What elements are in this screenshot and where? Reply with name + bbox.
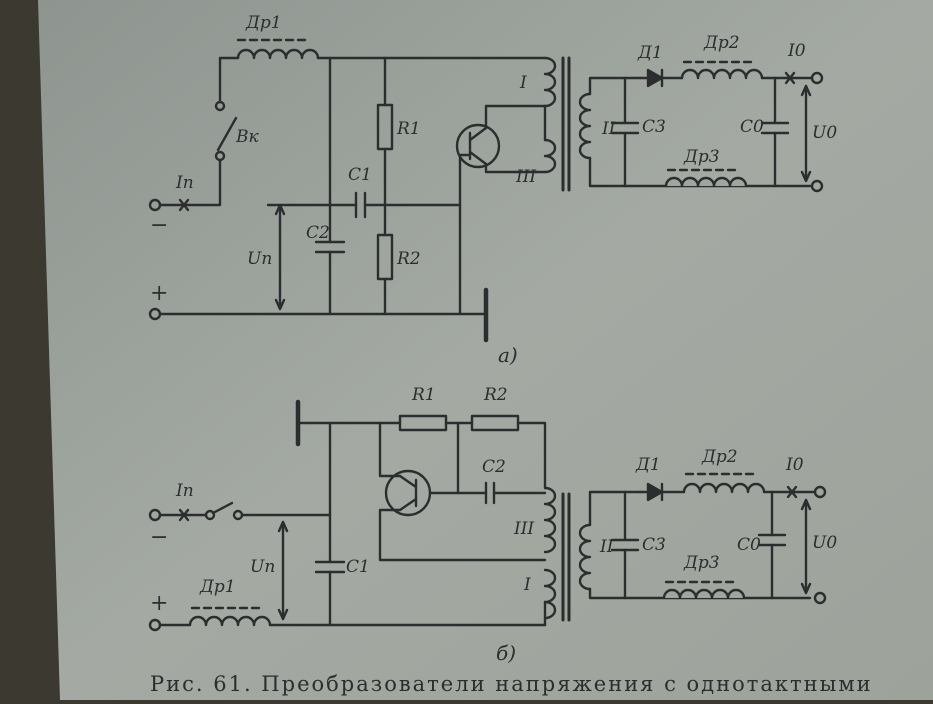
label-c2-b: C2	[482, 457, 506, 477]
winding-3-b	[543, 486, 557, 554]
label-dr3-a: Др3	[683, 147, 720, 167]
label-minus-a: −	[150, 213, 168, 238]
label-plus-a: +	[150, 281, 168, 306]
label-c0-a: C0	[740, 117, 764, 137]
label-c3-b: C3	[642, 535, 666, 555]
label-plus-b: +	[150, 591, 168, 616]
label-dr1-b: Др1	[199, 577, 236, 597]
winding-1-b	[543, 568, 557, 620]
winding-3-a	[543, 138, 557, 174]
label-r1-b: R1	[411, 385, 436, 405]
label-winding-2-b: II	[599, 537, 614, 557]
label-dr2-b: Др2	[701, 447, 738, 467]
label-winding-3-b: III	[513, 519, 534, 539]
figure-caption: Рис. 61. Преобразователи напряжения с од…	[150, 672, 873, 696]
label-d1-a: Д1	[637, 43, 663, 63]
caption-b: б)	[496, 641, 516, 665]
ammeter-cross-a	[178, 198, 190, 212]
winding-1-a	[543, 56, 557, 108]
label-c3-a: C3	[642, 117, 666, 137]
winding-2-a	[578, 92, 592, 160]
paper-page	[38, 0, 933, 700]
label-dr3-b: Др3	[683, 553, 720, 573]
label-winding-2-a: II	[601, 119, 616, 139]
label-c1-a: C1	[348, 165, 372, 185]
label-dr1-a: Др1	[245, 13, 282, 33]
circuit-b	[148, 399, 827, 632]
label-ip-a: Iп	[175, 173, 194, 193]
choke-dr2-a	[680, 68, 764, 80]
switch-b	[211, 501, 234, 515]
switch-vk-a	[216, 116, 238, 152]
label-minus-b: −	[150, 525, 168, 550]
diode-d1-a	[646, 68, 664, 88]
circuit-a	[148, 38, 824, 343]
label-c0-b: C0	[737, 535, 761, 555]
diode-d1-b	[646, 482, 664, 502]
choke-dr1-b	[188, 615, 272, 627]
choke-dr3-a	[664, 176, 748, 188]
label-winding-1-b: I	[523, 575, 531, 595]
label-i0-b: I0	[785, 455, 804, 475]
label-up-b: Uп	[250, 557, 275, 577]
label-up-a: Uп	[247, 249, 272, 269]
label-i0-a: I0	[787, 41, 806, 61]
caption-a: а)	[498, 343, 518, 367]
label-winding-1-a: I	[519, 73, 527, 93]
label-c1-b: C1	[346, 557, 370, 577]
choke-dr1-a	[236, 48, 320, 60]
label-r2-b: R2	[483, 385, 508, 405]
label-dr2-a: Др2	[703, 33, 740, 53]
choke-dr3-b	[662, 588, 746, 600]
label-r2-a: R2	[396, 249, 421, 269]
label-winding-3-a: III	[515, 167, 536, 187]
label-d1-b: Д1	[635, 455, 661, 475]
label-r1-a: R1	[396, 119, 421, 139]
label-vk-a: Вк	[235, 127, 259, 147]
label-u0-b: U0	[812, 533, 837, 553]
label-c2-a: C2	[306, 223, 330, 243]
label-ip-b: Iп	[175, 481, 194, 501]
choke-dr2-b	[682, 482, 766, 494]
transistor-a	[455, 123, 501, 169]
winding-2-b	[578, 523, 592, 591]
label-u0-a: U0	[812, 123, 837, 143]
